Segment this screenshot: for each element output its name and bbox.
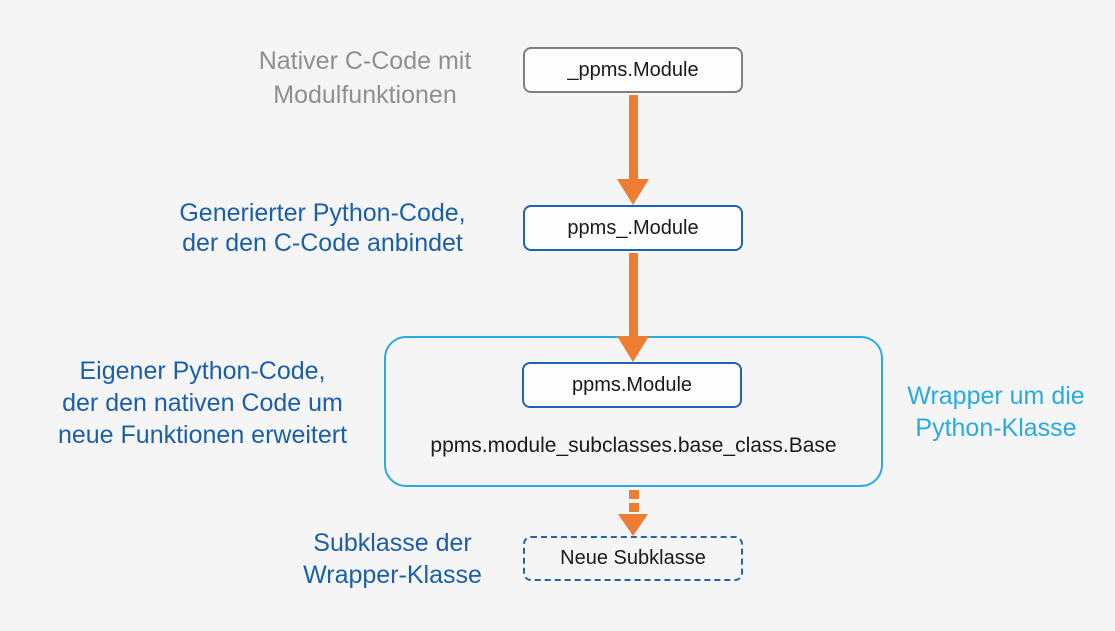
arrow-shaft-native-to-generated bbox=[629, 95, 638, 181]
node-generated-module: ppms_.Module bbox=[523, 205, 743, 251]
label-line: der den nativen Code um bbox=[62, 389, 343, 417]
node-native-module: _ppms.Module bbox=[523, 47, 743, 93]
node-label: ppms.Module bbox=[571, 373, 693, 396]
label-line: Modulfunktionen bbox=[273, 81, 457, 109]
label-line: neue Funktionen erweitert bbox=[57, 421, 348, 449]
label-line: Wrapper um die bbox=[907, 382, 1085, 410]
arrow-head-generated-to-wrapper bbox=[617, 336, 649, 362]
arrow-shaft-generated-to-wrapper bbox=[629, 253, 638, 337]
label-line: der den C-Code anbindet bbox=[182, 229, 463, 257]
node-label: Neue Subklasse bbox=[560, 547, 706, 569]
label-native-c-code: Nativer C-Code mit Modulfunktionen bbox=[205, 44, 525, 112]
label-line: Python-Klasse bbox=[915, 414, 1077, 442]
node-label: ppms_.Module bbox=[567, 216, 699, 239]
label-line: Nativer C-Code mit bbox=[258, 47, 472, 75]
label-wrapper-python-class: Wrapper um die Python-Klasse bbox=[890, 380, 1102, 444]
arrow-head-wrapper-to-subclass bbox=[618, 514, 648, 536]
node-new-subclass: Neue Subklasse bbox=[523, 536, 743, 581]
label-subclass-of-wrapper: Subklasse der Wrapper-Klasse bbox=[285, 527, 500, 591]
label-own-python-code: Eigener Python-Code, der den nativen Cod… bbox=[25, 355, 380, 451]
arrow-head-native-to-generated bbox=[617, 179, 649, 205]
dashed-arrow-segment bbox=[629, 503, 639, 512]
label-line: Eigener Python-Code, bbox=[79, 357, 326, 385]
label-line: Subklasse der bbox=[313, 529, 472, 557]
node-wrapper-module: ppms.Module bbox=[522, 362, 742, 408]
wrapper-base-class-path: ppms.module_subclasses.base_class.Base bbox=[430, 434, 837, 457]
dashed-arrow-segment bbox=[629, 490, 639, 499]
label-line: Wrapper-Klasse bbox=[303, 561, 482, 589]
node-label: _ppms.Module bbox=[567, 58, 699, 81]
label-generated-python-code: Generierter Python-Code, der den C-Code … bbox=[135, 198, 510, 258]
label-line: Generierter Python-Code, bbox=[179, 199, 466, 227]
